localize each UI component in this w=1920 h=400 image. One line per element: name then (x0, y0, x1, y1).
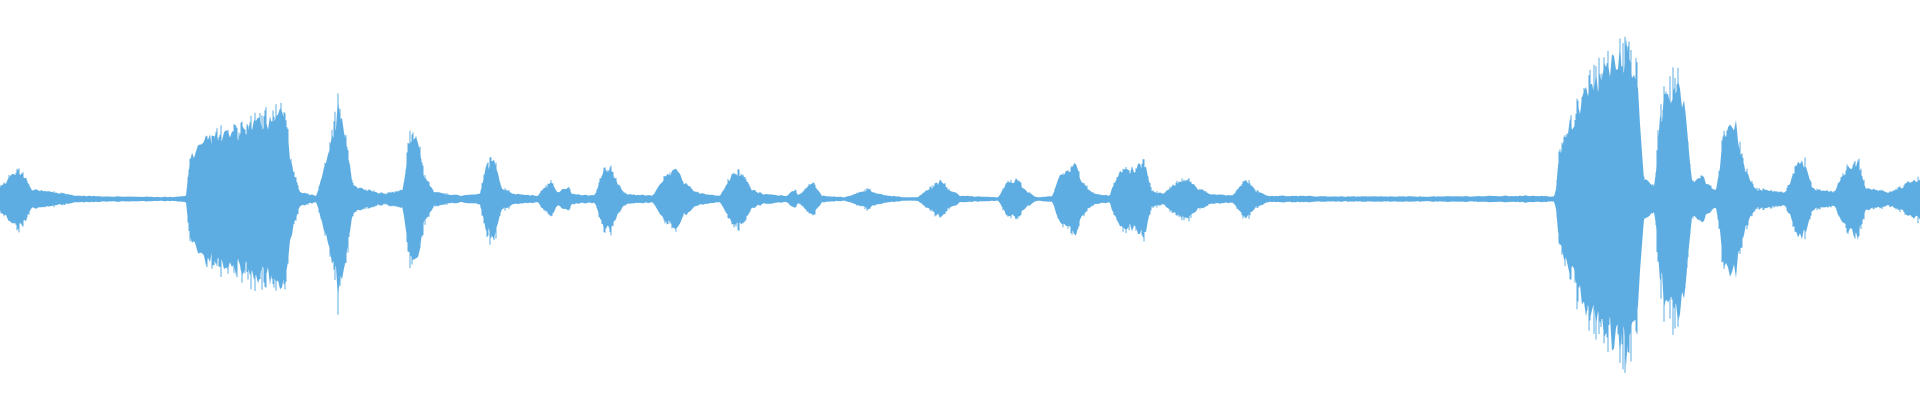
waveform-spikes (0, 36, 1920, 373)
